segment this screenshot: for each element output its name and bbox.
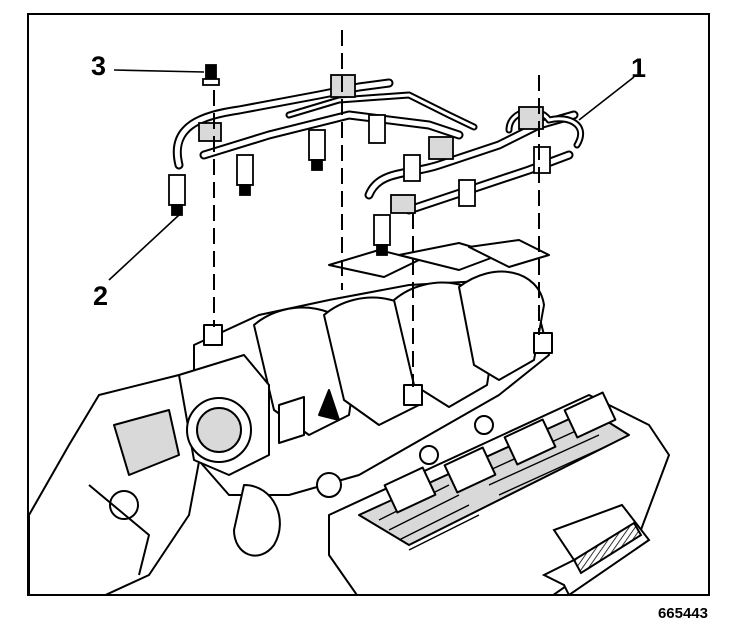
alignment-lines (213, 30, 540, 387)
callout-label-3: 3 (91, 51, 107, 81)
fuel-rail-assembly (172, 78, 585, 215)
figure-frame: 3 2 1 (27, 13, 710, 596)
callout-label-1: 1 (631, 53, 647, 83)
fuel-injectors (168, 64, 551, 256)
direction-arrow (541, 503, 651, 594)
leader-lines (108, 69, 635, 281)
callout-label-2: 2 (93, 281, 109, 311)
figure-id-number: 665443 (657, 605, 708, 622)
engine-illustration (29, 30, 670, 594)
